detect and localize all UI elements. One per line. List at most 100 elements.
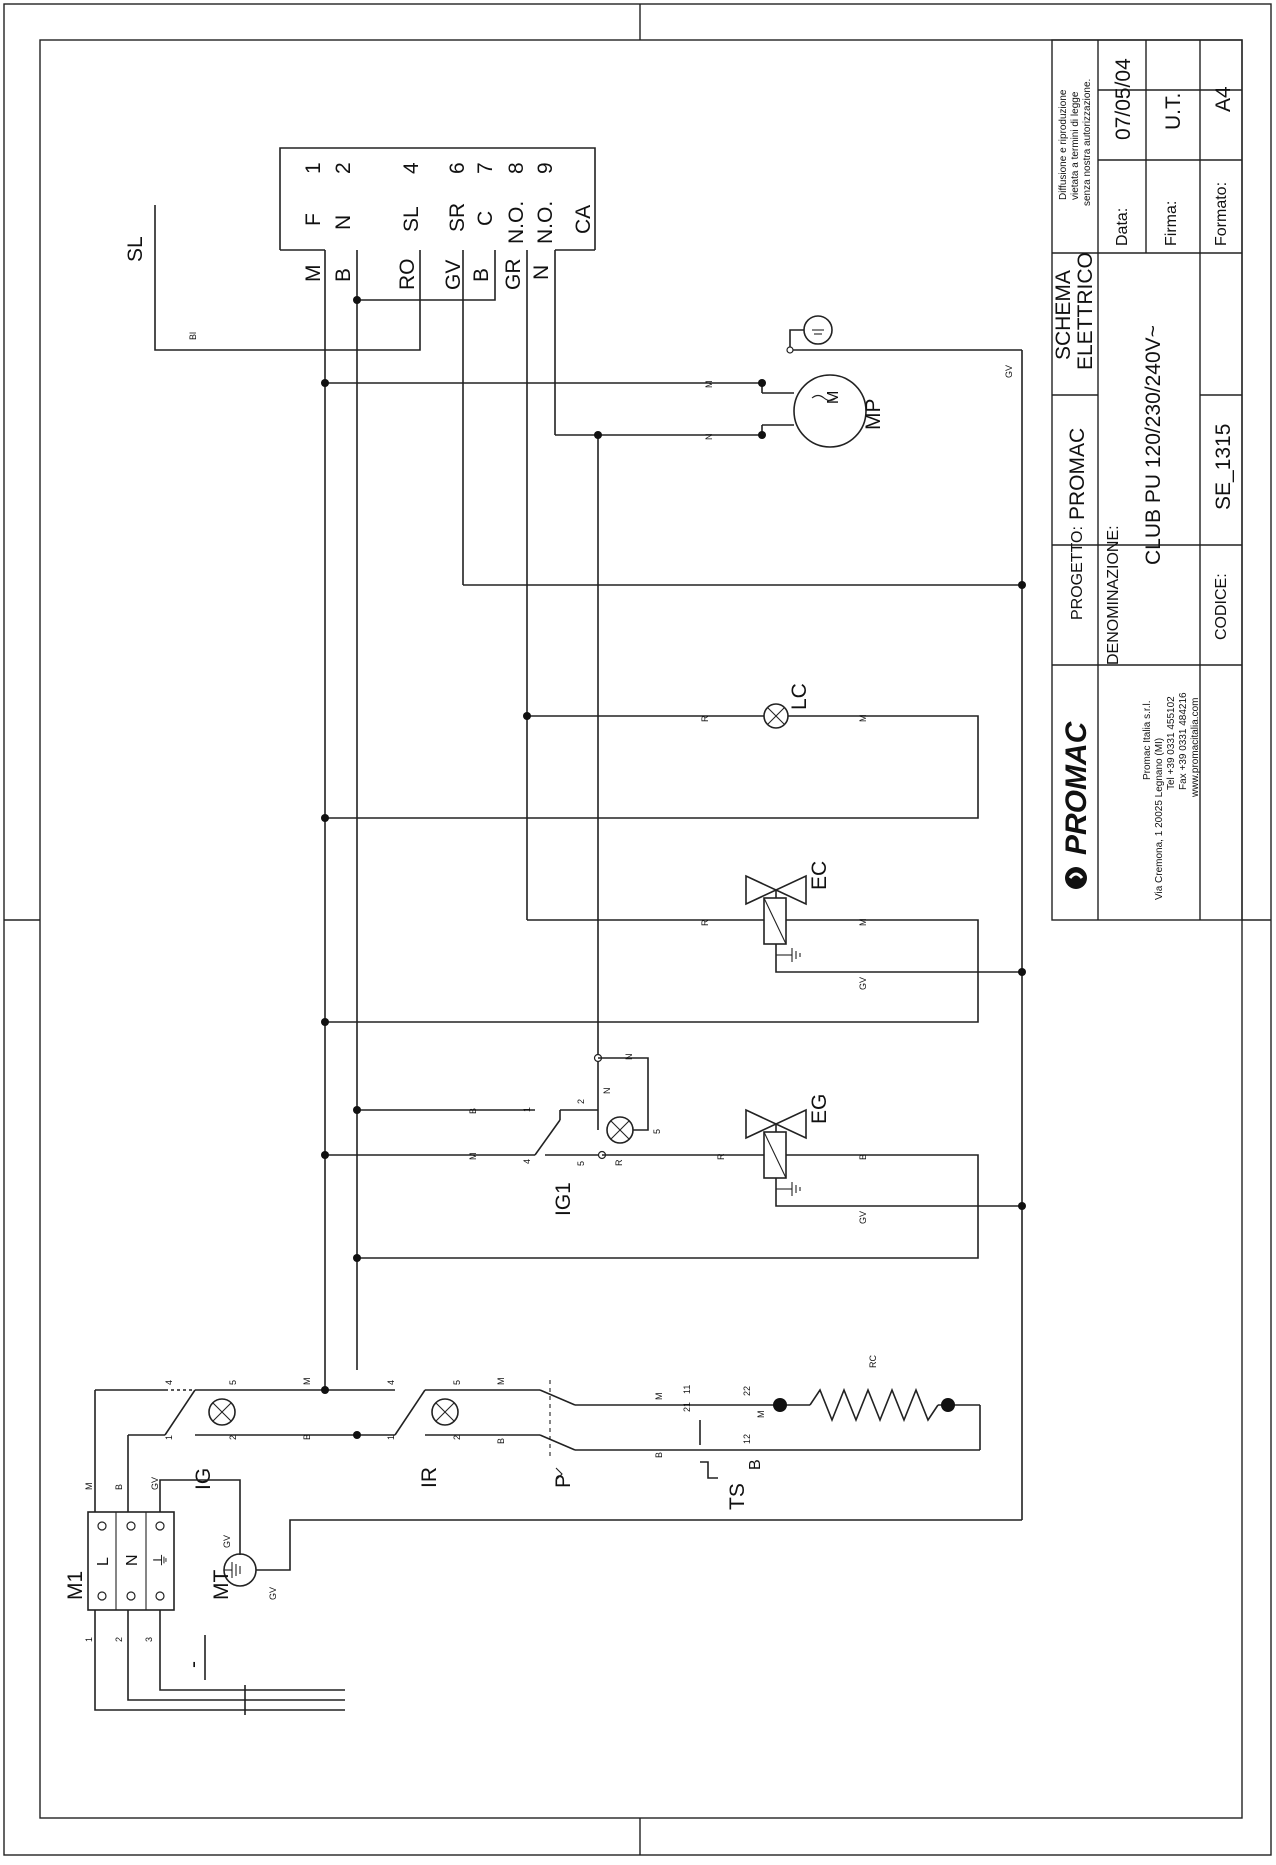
logo-text: PROMAC: [1060, 720, 1093, 855]
ts-pin-12: 12: [742, 1434, 752, 1444]
ir-wire-m: M: [496, 1378, 506, 1386]
ir-pin-5: 5: [452, 1380, 462, 1385]
ig1-label: IG1: [552, 1182, 575, 1216]
codice-label: CODICE:: [1213, 573, 1230, 640]
ig1-wire-m: M: [468, 1153, 478, 1161]
ig-wire-m: M: [302, 1378, 312, 1386]
lc-label: LC: [788, 683, 811, 710]
ig-wire-b: B: [302, 1434, 312, 1440]
ir-pin-2: 2: [452, 1435, 462, 1440]
copyright-line-3: senza nostra autorizzazione.: [1082, 79, 1093, 206]
terminal-n: N: [124, 1554, 141, 1566]
mt-wire-gv-2: GV: [268, 1587, 278, 1600]
data-label: Data:: [1114, 208, 1131, 246]
pin-8: 8: [505, 162, 528, 174]
firma-label: Firma:: [1163, 201, 1180, 246]
terminal-wire-m: M: [84, 1483, 94, 1491]
junction-dots: [321, 296, 1026, 1439]
switch-ig: IG 4 1 5 2 M B: [95, 1378, 357, 1490]
schema-title-line-2: ELETTRICO: [1074, 252, 1097, 370]
ig-pin-5: 5: [228, 1380, 238, 1385]
ig-pin-2: 2: [228, 1435, 238, 1440]
lc-wire-r: R: [700, 715, 710, 722]
copyright-line-2: vietata a termini di legge: [1070, 91, 1081, 200]
p-wire-m: M: [654, 1393, 664, 1401]
pressure-switch-p: P B M B: [496, 1380, 698, 1488]
ig-pin-4: 4: [164, 1380, 174, 1385]
wire-c-to-b: [357, 250, 496, 301]
ig1-wire-n2: N: [624, 1054, 634, 1061]
terminal-ground: ⏚: [152, 1552, 170, 1568]
firma-value: U.T.: [1162, 93, 1185, 130]
company-line-4: Fax +39 0331 484216: [1178, 692, 1189, 790]
terminal-wire-b: B: [114, 1484, 124, 1490]
ig1-wire-n: N: [602, 1088, 612, 1095]
terminal-block-m1: L N ⏚ M1 1 2 3 M B GV -: [64, 1390, 345, 1715]
wire-label-m: M: [302, 265, 325, 283]
switch-ir: IR 4 1 5 2 M: [325, 1378, 515, 1488]
sl-label: SL: [124, 236, 147, 262]
formato-value: A4: [1212, 86, 1235, 112]
ig-label: IG: [192, 1468, 215, 1490]
ec-label: EC: [808, 861, 831, 890]
title-block: Diffusione e riproduzione vietata a term…: [1051, 39, 1243, 921]
ig-pin-1: 1: [164, 1435, 174, 1440]
ts-pin-11: 11: [682, 1385, 692, 1394]
pin-label-no-1: N.O.: [505, 201, 528, 244]
ts-wire-b: B: [747, 1459, 764, 1470]
mp-wire-gv: GV: [1004, 365, 1014, 378]
terminal-number-1: 1: [84, 1637, 94, 1642]
ec-wire-m: M: [858, 919, 868, 927]
progetto-label: PROGETTO:: [1069, 526, 1086, 620]
wire-label-b2: B: [470, 268, 493, 282]
terminal-number-3: 3: [144, 1637, 154, 1642]
ts-wire-m: M: [756, 1411, 766, 1419]
pin-label-f: F: [302, 213, 325, 226]
pin-7: 7: [474, 162, 497, 174]
thermostat-ts: TS B 11 21 22 12 M: [682, 1385, 980, 1510]
data-value: 07/05/04: [1112, 58, 1135, 140]
progetto-value: PROMAC: [1066, 428, 1089, 520]
mp-label: MP: [862, 399, 885, 431]
terminal-number-2: 2: [114, 1637, 124, 1642]
mt-label: MT: [210, 1570, 233, 1600]
mt-wire-gv-1: GV: [222, 1535, 232, 1548]
pin-4: 4: [400, 162, 423, 174]
ig1-pin-2: 2: [576, 1099, 586, 1104]
eg-wire-b: B: [858, 1154, 868, 1160]
ts-pin-22: 22: [742, 1386, 752, 1396]
motor-mp: M MP M N GV: [325, 315, 1022, 448]
p-wire-b: B: [496, 1438, 506, 1444]
pin-label-ca: CA: [572, 205, 595, 234]
company-line-1: Promac Italia s.r.l.: [1142, 701, 1153, 780]
sl-sensor: SL Bl: [124, 205, 421, 351]
motor-symbol: M: [825, 391, 842, 404]
ec-wire-gv: GV: [858, 977, 868, 990]
p-label: P: [552, 1474, 575, 1488]
outer-border: [3, 3, 1272, 1856]
mp-wire-n: N: [704, 434, 714, 441]
denominazione-label: DENOMINAZIONE:: [1105, 525, 1122, 665]
wire-label-ro: RO: [396, 259, 419, 291]
ig1-pin-1: 1: [522, 1107, 532, 1112]
ig1-wire-r: R: [614, 1159, 624, 1166]
ir-pin-4: 4: [386, 1380, 396, 1385]
control-board: 1 2 4 6 7 8 9 F N SL SR C N.O. N.O. CA M…: [279, 147, 596, 291]
pin-label-c: C: [474, 211, 497, 226]
minus-label: -: [182, 1661, 205, 1668]
pin-label-sr: SR: [446, 203, 469, 232]
pin-2: 2: [332, 162, 355, 174]
ig1-wire-b: B: [468, 1108, 478, 1114]
company-line-5: www.promacitalia.com: [1190, 698, 1201, 798]
switch-ig1: IG1 1 4 2 5 5 N N R B M: [325, 1050, 662, 1216]
pin-6: 6: [446, 162, 469, 174]
ir-label: IR: [418, 1467, 441, 1488]
pin-label-sl: SL: [400, 206, 423, 232]
promac-logo: PROMAC: [1060, 720, 1093, 889]
ir-pin-1: 1: [386, 1435, 396, 1440]
company-line-2: Via Cremona, 1 20025 Legnano (MI): [1154, 738, 1165, 900]
ig1-pin-s: 5: [652, 1129, 662, 1134]
inner-border: [39, 39, 1243, 1819]
